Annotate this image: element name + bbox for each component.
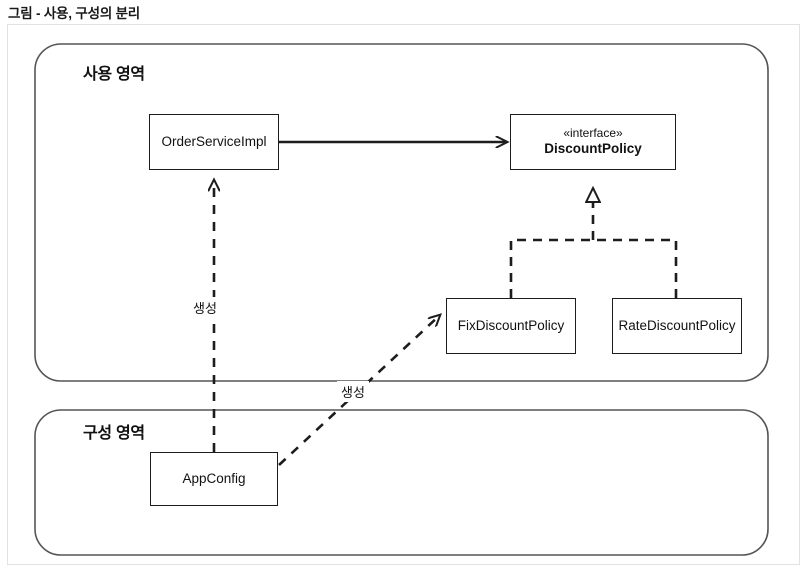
interface-name-discountpolicy: DiscountPolicy	[544, 141, 642, 157]
stereotype-interface: «interface»	[563, 126, 623, 141]
class-name-fixdiscountpolicy: FixDiscountPolicy	[457, 317, 565, 333]
class-box-orderserviceimpl[interactable]: OrderServiceImpl	[149, 114, 279, 170]
interface-box-discountpolicy[interactable]: «interface» DiscountPolicy	[510, 114, 676, 170]
zone-label-config: 구성 영역	[83, 425, 145, 442]
edge-label-config-creates-order: 생성	[189, 297, 221, 318]
class-box-appconfig[interactable]: AppConfig	[150, 452, 278, 506]
edge-label-config-creates-fix: 생성	[337, 381, 369, 402]
class-name-ratediscountpolicy: RateDiscountPolicy	[618, 317, 736, 333]
class-name-appconfig: AppConfig	[182, 470, 246, 486]
figure-caption: 그림 - 사용, 구성의 분리	[8, 6, 141, 21]
zone-config-boundary	[34, 409, 769, 556]
class-name-orderserviceimpl: OrderServiceImpl	[161, 133, 267, 149]
zone-label-usage: 사용 영역	[83, 66, 145, 83]
class-box-fixdiscountpolicy[interactable]: FixDiscountPolicy	[446, 298, 576, 354]
class-box-ratediscountpolicy[interactable]: RateDiscountPolicy	[612, 298, 742, 354]
